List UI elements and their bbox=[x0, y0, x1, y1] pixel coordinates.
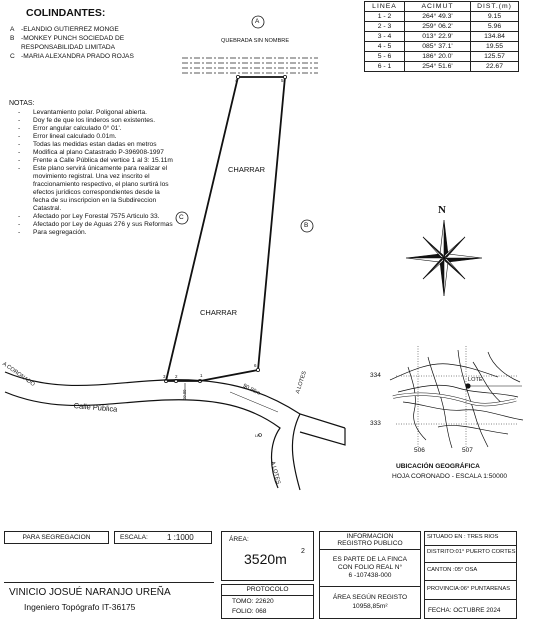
protocol-box: PROTOCOLO TOMO: 22620 FOLIO: 068 bbox=[221, 584, 314, 619]
scale-value: 1 :1000 bbox=[167, 533, 194, 542]
colindante-c: C-MARIA ALEXANDRA PRADO ROJAS bbox=[10, 53, 134, 60]
situado-field: SITUADO EN : TRES RIOS bbox=[427, 534, 499, 540]
segregation-label: PARA SEGREGACION bbox=[22, 534, 91, 541]
note-item: Modifica al plano Catastrado P-396908-19… bbox=[9, 149, 174, 157]
vertex-markers bbox=[163, 75, 287, 383]
lote-label: LOTE bbox=[468, 377, 483, 383]
note-item: Doy fe de que los linderos son existente… bbox=[9, 117, 174, 125]
protocol-tomo: TOMO: 22620 bbox=[232, 598, 274, 605]
vertex-label-2: 2 bbox=[175, 374, 178, 379]
charrar-label-top: CHARRAR bbox=[228, 165, 266, 174]
notes-title: NOTAS: bbox=[9, 100, 35, 107]
registry-area-label: ÁREA SEGÚN REGISTO bbox=[332, 594, 408, 601]
vertex-label-6: 6 bbox=[254, 363, 257, 368]
street-width-label: 10.00 bbox=[182, 389, 187, 400]
scale-label: ESCALA: bbox=[120, 534, 148, 541]
stream-label: QUEBRADA SIN NOMBRE bbox=[221, 38, 290, 44]
location-map bbox=[389, 346, 524, 449]
mark-a-label: A bbox=[255, 18, 260, 25]
colindante-b: B-MONKEY PUNCH SOCIEDAD DE bbox=[10, 35, 125, 42]
surveyor-title: Ingeniero Topógrafo IT-36175 bbox=[24, 602, 136, 612]
public-road bbox=[4, 371, 346, 491]
vertex-label-4: 4 bbox=[235, 78, 238, 83]
boundary-markers bbox=[175, 15, 314, 233]
north-arrow-icon bbox=[405, 219, 483, 297]
note-item: Afectado por Ley de Aguas 276 y sus Refo… bbox=[9, 221, 174, 229]
stream-lines bbox=[182, 57, 318, 74]
area-label: ÁREA: bbox=[229, 536, 249, 543]
coord-333: 333 bbox=[370, 420, 381, 427]
cell-dist: 22.67 bbox=[470, 61, 519, 72]
north-label: N bbox=[438, 204, 446, 216]
distrito-field: DISTRITO:01° PUERTO CORTES bbox=[427, 549, 516, 555]
area-value: 3520m bbox=[244, 551, 287, 567]
registry-info-line1: INFORMACION bbox=[346, 533, 394, 540]
location-fields-box: SITUADO EN : TRES RIOS DISTRITO:01° PUER… bbox=[424, 531, 517, 619]
coord-507: 507 bbox=[462, 447, 473, 454]
location-subtitle: HOJA CORONADO - ESCALA 1:50000 bbox=[392, 473, 508, 480]
registry-area-value: 10958,85m² bbox=[352, 603, 388, 610]
dimension-line bbox=[229, 391, 279, 413]
mark-c-label: C bbox=[179, 214, 184, 221]
surveyor-name: VINICIO JOSUÉ NARANJO UREÑA bbox=[9, 587, 171, 598]
finca-line2: CON FOLIO REAL N° bbox=[337, 564, 403, 571]
note-item: Error lineal calculado 0.01m. bbox=[9, 133, 174, 141]
coord-334: 334 bbox=[370, 372, 381, 379]
colindantes-title: COLINDANTES: bbox=[26, 7, 106, 19]
protocol-folio: FOLIO: 068 bbox=[232, 608, 267, 615]
area-box: ÁREA: 3520m 2 bbox=[221, 531, 314, 581]
charrar-label-bottom: CHARRAR bbox=[200, 308, 238, 317]
notes-list: Levantamiento polar. Poligonal abierta. … bbox=[9, 109, 174, 237]
canton-field: CANTON :05° OSA bbox=[427, 567, 478, 573]
area-unit: 2 bbox=[301, 548, 305, 555]
location-title: UBICACIÓN GEOGRÁFICA bbox=[396, 463, 480, 470]
lote-marker bbox=[465, 383, 471, 389]
parcel-plan-drawing bbox=[4, 15, 346, 491]
lp-label: LP bbox=[255, 433, 260, 438]
notes-section: NOTAS: Levantamiento polar. Poligonal ab… bbox=[9, 100, 174, 237]
note-item: Para segregación. bbox=[9, 229, 174, 237]
colindante-b-cont: RESPONSABILIDAD LIMITADA bbox=[21, 44, 116, 51]
vertex-label-5: 5 bbox=[281, 78, 284, 83]
registry-info-line2: REGISTRO PUBLICO bbox=[337, 540, 403, 547]
note-item: Error angular calculado 0° 01'. bbox=[9, 125, 174, 133]
finca-line3: 6 -107438-000 bbox=[348, 572, 392, 579]
finca-line1: ES PARTE DE LA FINCA bbox=[332, 556, 408, 563]
lp-point bbox=[258, 433, 262, 437]
protocol-label: PROTOCOLO bbox=[246, 586, 289, 593]
vertex-label-3: 3 bbox=[163, 374, 166, 379]
parcel-boundary bbox=[164, 76, 286, 382]
note-item: Este plano servirá únicamente para reali… bbox=[9, 165, 174, 213]
provincia-field: PROVINCIA:06° PUNTARENAS bbox=[427, 586, 511, 592]
coord-506: 506 bbox=[414, 447, 425, 454]
fecha-field: FECHA: OCTUBRE 2024 bbox=[428, 607, 501, 614]
scale-box: ESCALA: 1 :1000 bbox=[114, 531, 212, 544]
mark-b-label: B bbox=[304, 222, 309, 229]
segregation-box: PARA SEGREGACION bbox=[4, 531, 109, 544]
signature-line bbox=[4, 582, 214, 583]
colindante-a: A-ELANDIO GUTIERREZ MONGE bbox=[10, 26, 119, 33]
note-item: Todas las medidas estan dadas en metros bbox=[9, 141, 174, 149]
vertex-label-1: 1 bbox=[200, 373, 203, 378]
note-item: Frente a Calle Pública del vertice 1 al … bbox=[9, 157, 174, 165]
note-item: Afectado por Ley Forestal 7575 Articulo … bbox=[9, 213, 174, 221]
note-item: Levantamiento polar. Poligonal abierta. bbox=[9, 109, 174, 117]
registry-info-box: INFORMACION REGISTRO PUBLICO ES PARTE DE… bbox=[319, 531, 421, 619]
